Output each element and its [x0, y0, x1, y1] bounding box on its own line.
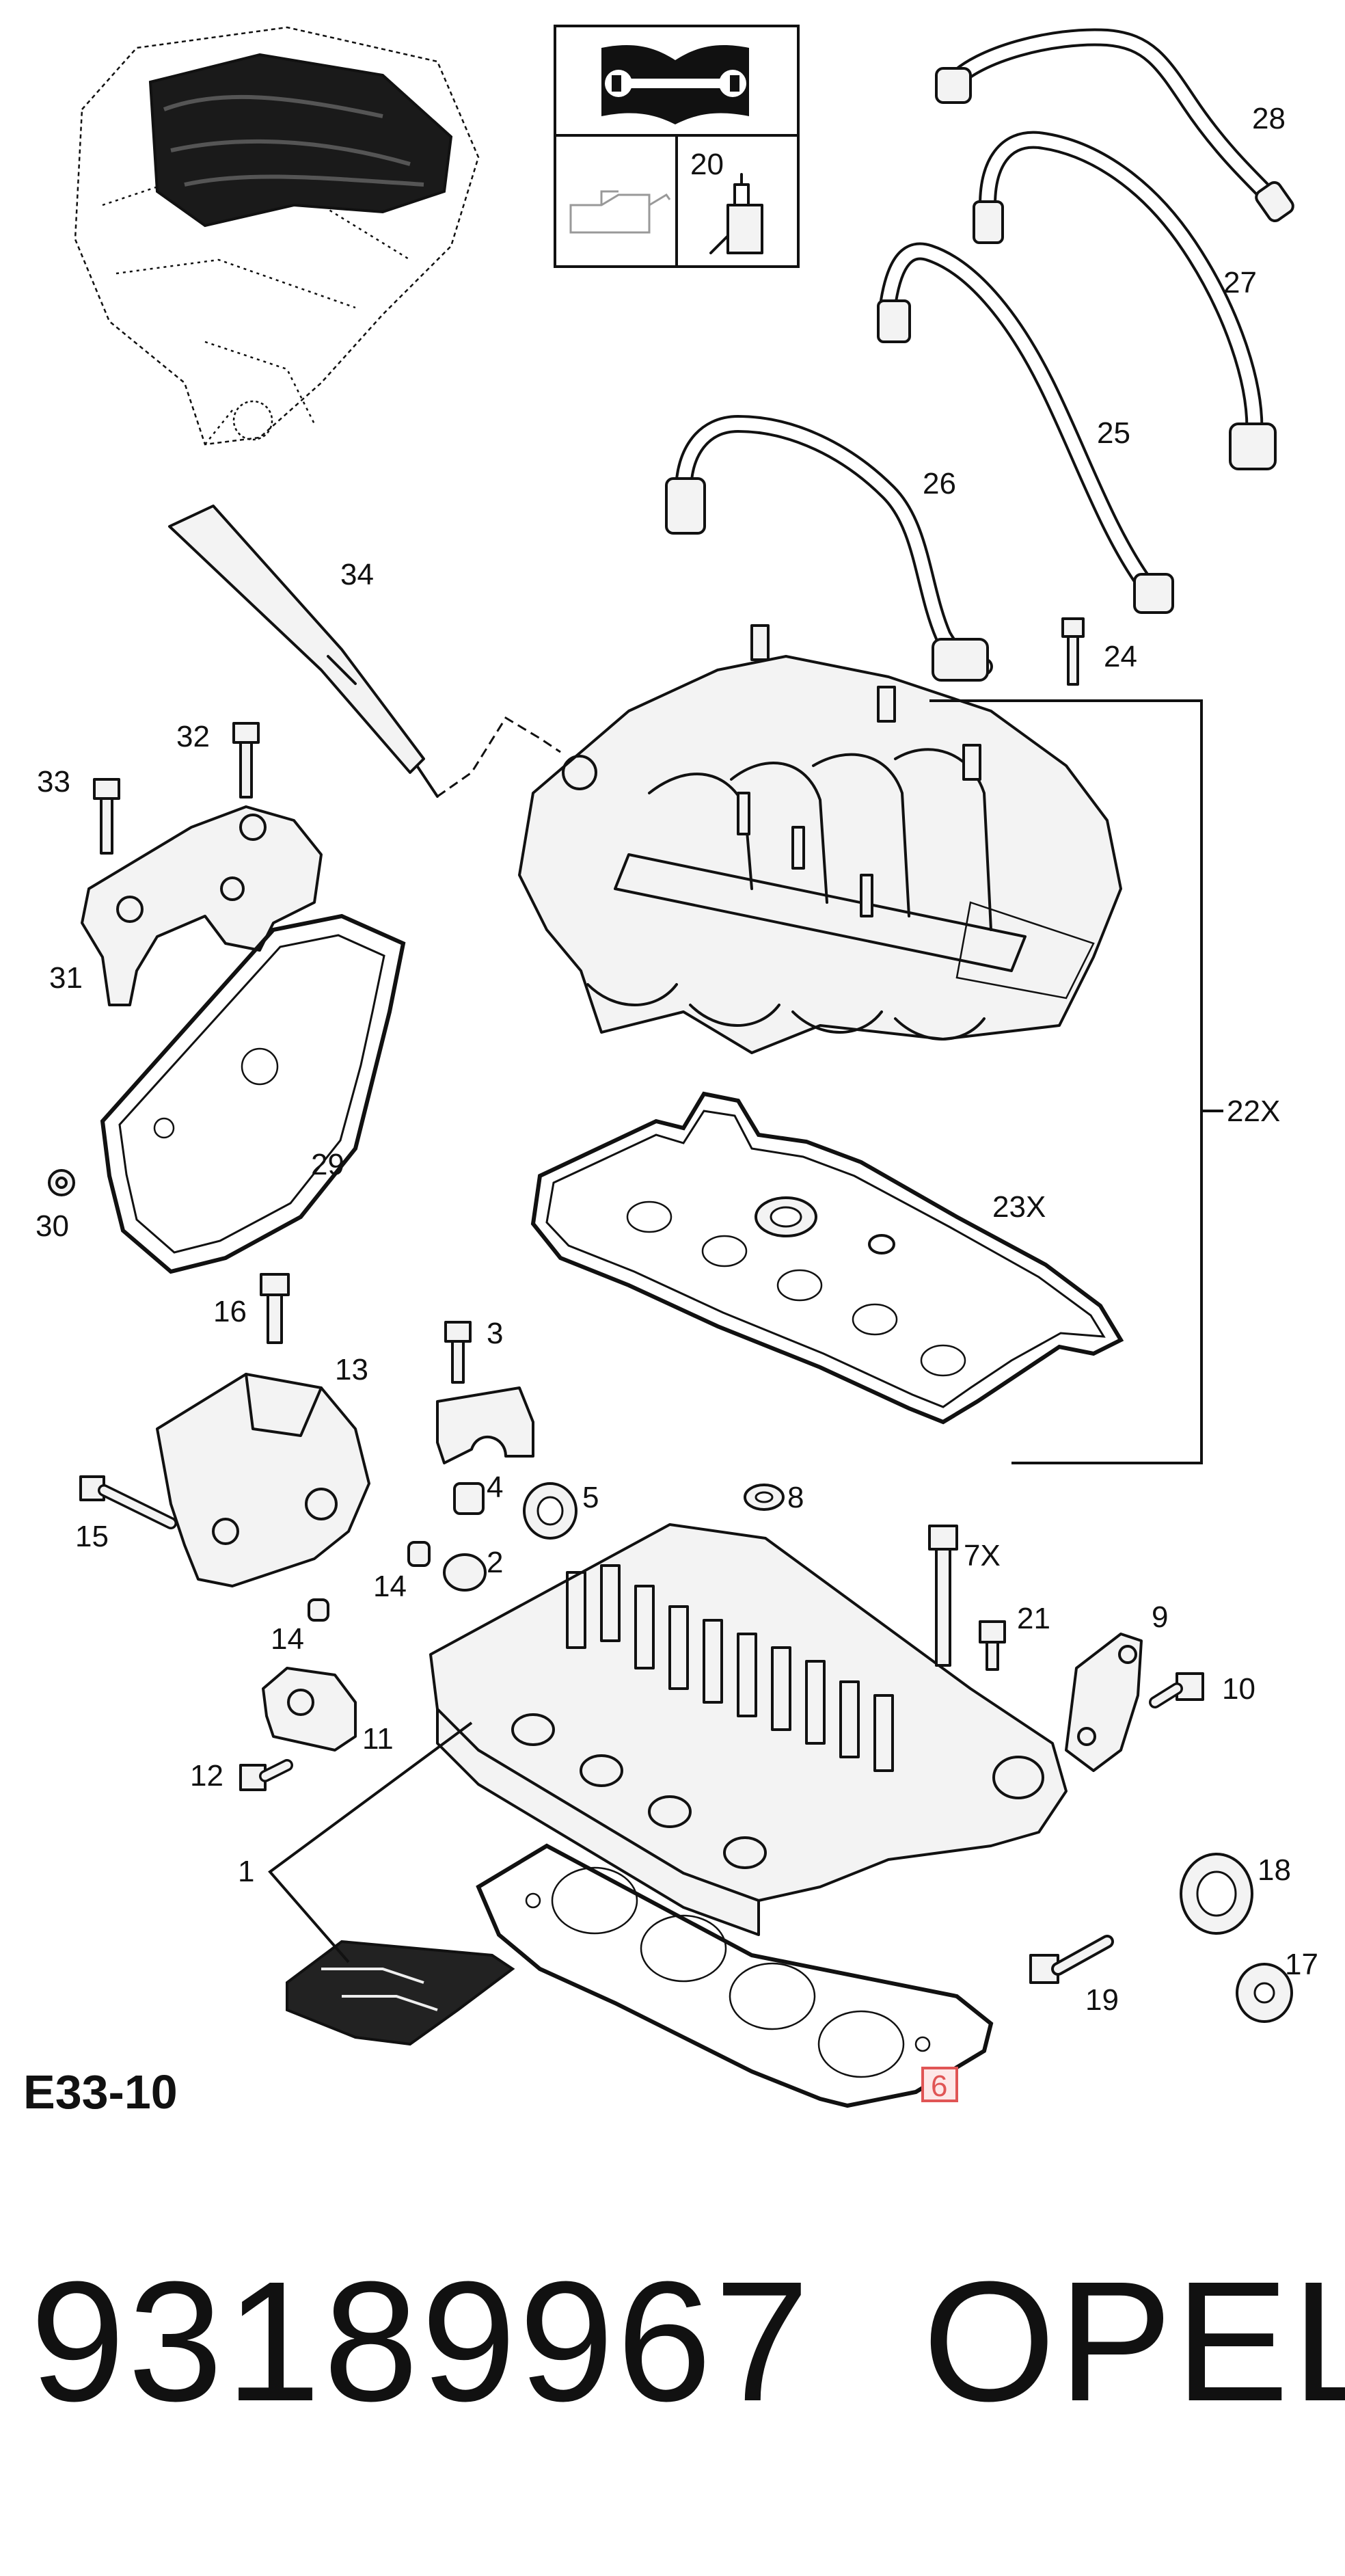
bolt-19: [1029, 1935, 1114, 1984]
seal-5: [523, 1482, 578, 1540]
brand-name: OPEL: [923, 2246, 1345, 2437]
callout-31: 31: [49, 961, 83, 995]
callout-29: 29: [311, 1148, 344, 1181]
callout-25: 25: [1097, 416, 1130, 450]
diagram-code: E33-10: [23, 2065, 178, 2119]
bracket-31: [81, 805, 323, 1006]
sensor-icon: [709, 173, 763, 254]
callout-8: 8: [787, 1481, 804, 1514]
head-bolt-7x: [928, 1525, 958, 1667]
bolt-32: [232, 722, 260, 799]
bolt-33: [93, 778, 120, 855]
dowel-14b: [308, 1598, 329, 1622]
sleeve-4: [453, 1482, 485, 1515]
engine-overview-thumbnail: [74, 26, 480, 446]
callout-4: 4: [487, 1471, 503, 1504]
seal-18: [1180, 1853, 1253, 1935]
cylinder-head-gasket-6: [476, 1843, 994, 2108]
callout-16: 16: [213, 1295, 247, 1328]
plug-17: [1236, 1963, 1293, 2023]
cam-cover-gasket-23x: [530, 1091, 1124, 1425]
hose-28: [935, 28, 1294, 223]
bolt-3: [444, 1321, 472, 1384]
part-number: 93189967: [30, 2246, 813, 2437]
callout-19: 19: [1085, 1983, 1119, 2017]
bolt-10: [1149, 1672, 1204, 1708]
callout-5: 5: [582, 1481, 599, 1514]
callout-23x: 23X: [992, 1190, 1046, 1224]
callout-10: 10: [1222, 1672, 1255, 1706]
bolt-16: [260, 1273, 290, 1344]
callout-6: 6: [931, 2069, 947, 2103]
callout-1: 1: [238, 1855, 254, 1888]
book-wrench-icon: [601, 45, 749, 124]
callout-20: 20: [690, 148, 724, 181]
callout-34: 34: [340, 558, 374, 591]
hose-27: [973, 131, 1277, 470]
callout-7x: 7X: [964, 1539, 1001, 1572]
bracket-9: [1065, 1633, 1143, 1772]
callout-9: 9: [1152, 1600, 1168, 1634]
callout-28: 28: [1252, 102, 1286, 135]
oil-can-icon: [569, 190, 671, 234]
cam-bearing-cap-3: [436, 1386, 534, 1464]
bolt-15: [79, 1475, 177, 1529]
callout-21: 21: [1017, 1602, 1050, 1635]
gasket-set-1: [286, 1940, 515, 2046]
bracket-22x: [929, 699, 1223, 1464]
callout-30: 30: [36, 1209, 69, 1243]
callout-17: 17: [1285, 1948, 1318, 1981]
callout-18: 18: [1258, 1853, 1291, 1887]
bolt-24: [1061, 617, 1085, 686]
callout-27: 27: [1223, 266, 1257, 299]
seal-8: [744, 1484, 785, 1511]
dowel-14a: [407, 1541, 431, 1567]
callout-14b: 14: [271, 1622, 304, 1656]
callout-26: 26: [923, 467, 956, 500]
repair-manual-reference-box: 20: [554, 25, 800, 268]
plug-2: [443, 1553, 487, 1592]
valve-springs: [566, 1564, 894, 1772]
hose-25: [877, 242, 1174, 614]
bracket-13: [156, 1373, 370, 1587]
callout-2: 2: [487, 1546, 503, 1579]
bolt-12: [239, 1759, 293, 1791]
cylinder-head: [429, 1523, 1068, 1936]
dipstick-tube-34: [168, 505, 561, 798]
callout-3: 3: [487, 1317, 503, 1350]
callout-13: 13: [335, 1353, 368, 1386]
callout-22x: 22X: [1227, 1095, 1280, 1128]
timing-cover-gasket-29: [100, 913, 406, 1274]
callout-11: 11: [362, 1722, 394, 1756]
highlighted-callout-box: [921, 2067, 958, 2102]
callout-12: 12: [190, 1759, 223, 1793]
callout-24: 24: [1104, 640, 1137, 673]
callout-15: 15: [75, 1520, 109, 1553]
callout-33: 33: [37, 765, 70, 799]
bolt-21: [979, 1620, 1006, 1671]
bracket-11: [262, 1667, 357, 1752]
callout-14a: 14: [373, 1570, 407, 1603]
callout-32: 32: [176, 720, 210, 753]
intake-manifold-cover-22x: [518, 624, 1122, 1054]
hose-26: [665, 414, 993, 682]
nut-30: [48, 1169, 75, 1196]
